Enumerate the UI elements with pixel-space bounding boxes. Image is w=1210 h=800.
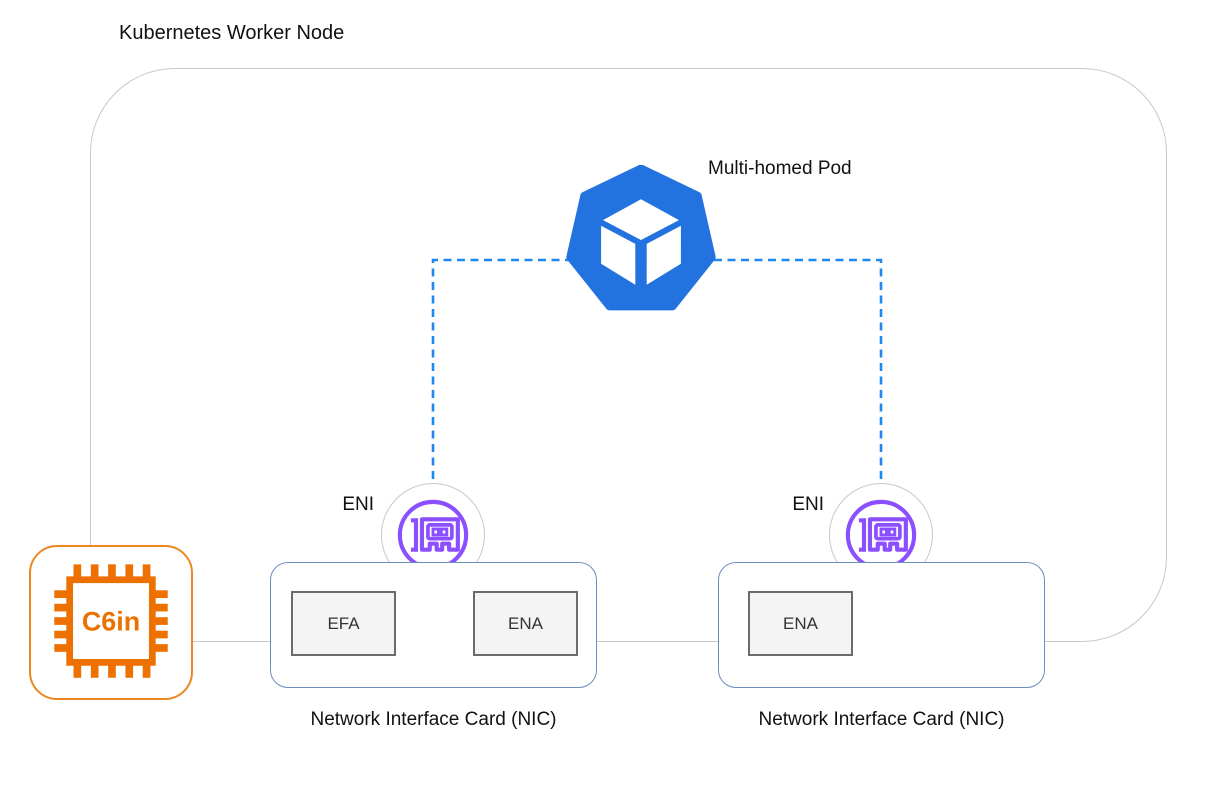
cube-left-face [601, 225, 636, 285]
c6in-instance-node: C6in [29, 545, 193, 700]
adapter-ena-label: ENA [508, 613, 543, 633]
adapter-ena-label: ENA [783, 613, 818, 633]
eni-icon [845, 499, 917, 571]
nic-box-right: ENA [718, 562, 1045, 688]
adapter-ena: ENA [748, 591, 853, 656]
eni-label-right: ENI [792, 494, 824, 515]
diagram-title: Kubernetes Worker Node [119, 22, 345, 44]
nic-box-left: EFA ENA [270, 562, 597, 688]
adapter-ena: ENA [473, 591, 578, 656]
cube-top-face [603, 199, 679, 241]
nic-label-left: Network Interface Card (NIC) [310, 709, 557, 730]
nic-label-right: Network Interface Card (NIC) [758, 709, 1005, 730]
pod-label: Multi-homed Pod [708, 158, 852, 179]
eni-label-left: ENI [342, 494, 374, 515]
cube-right-face [646, 225, 681, 285]
kubernetes-worker-node-boundary [90, 68, 1167, 642]
adapter-efa: EFA [291, 591, 396, 656]
cpu-chip-icon: C6in [54, 564, 168, 678]
adapter-efa-label: EFA [327, 613, 360, 633]
kubernetes-pod-icon [566, 165, 716, 311]
instance-type-label: C6in [82, 607, 140, 637]
